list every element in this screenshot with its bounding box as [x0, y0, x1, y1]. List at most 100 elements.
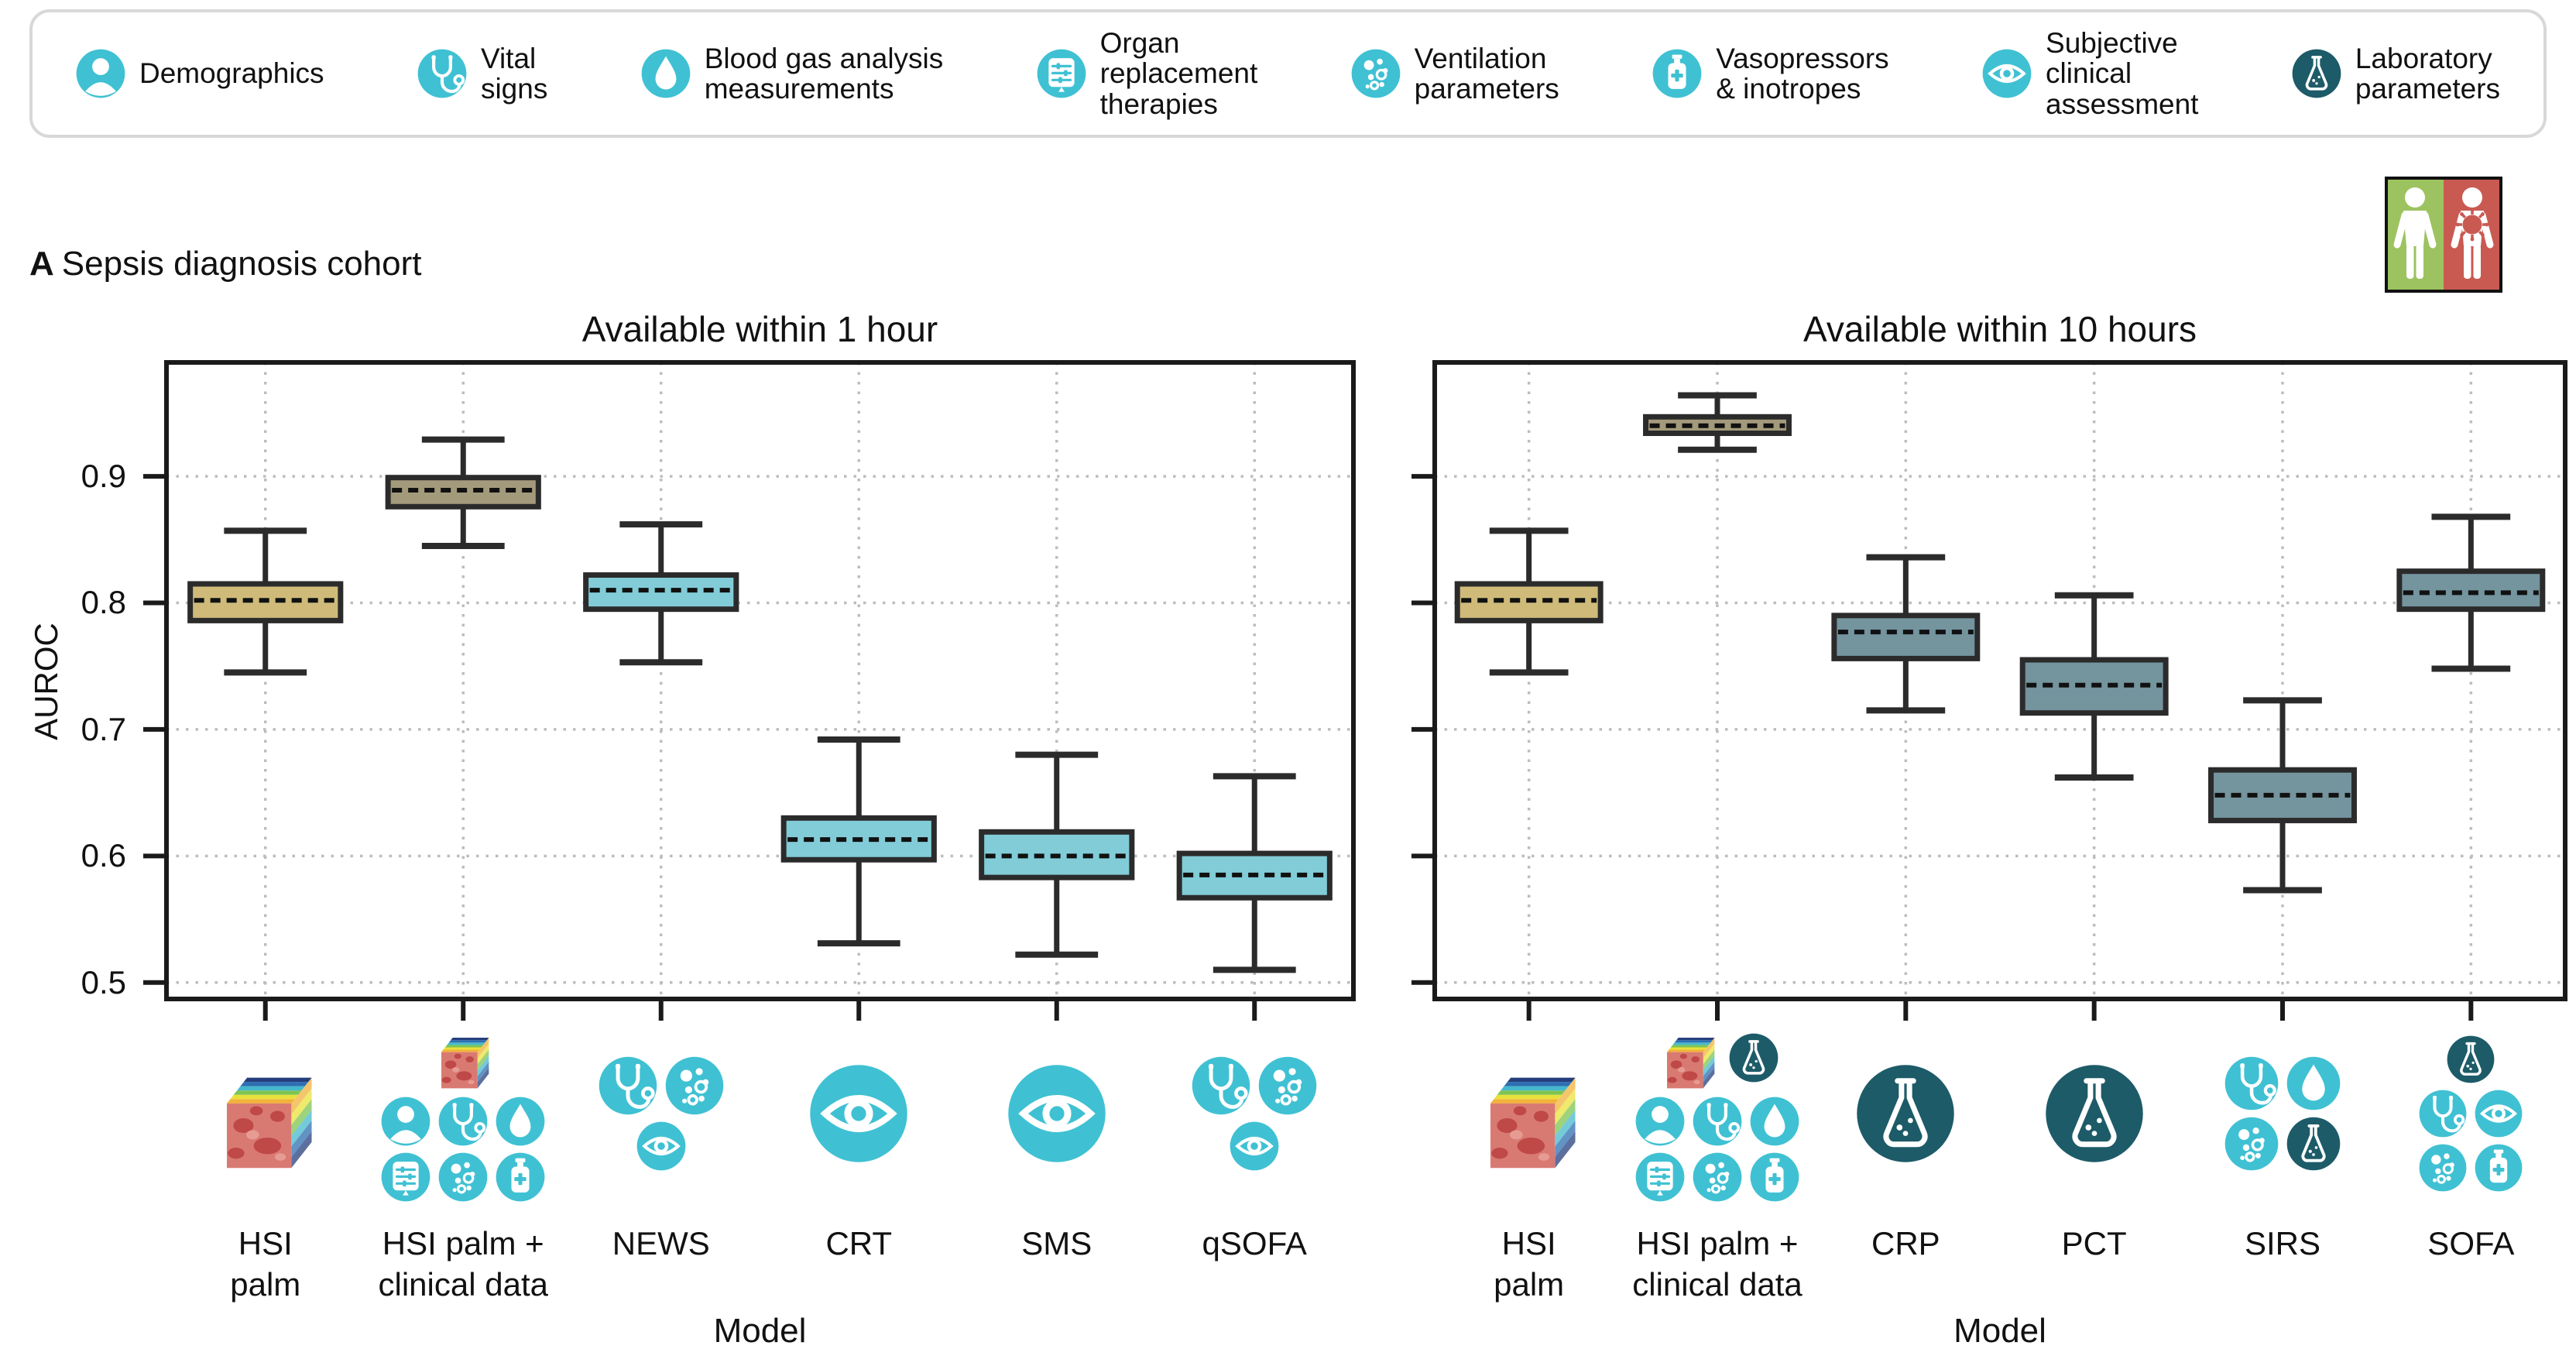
legend-label: Demographics — [139, 57, 324, 90]
boxplot-svg-1 — [1411, 360, 2567, 1021]
healthy-vs-septic-icon — [2385, 177, 2502, 293]
blood-gas-icon — [2286, 1056, 2341, 1110]
icon-row — [2419, 1090, 2523, 1138]
vasopressors-icon-wrap — [496, 1152, 545, 1202]
hsi-cube-icon-wrap — [430, 1025, 496, 1090]
icon-row — [1192, 1056, 1317, 1115]
laboratory-icon-wrap — [2286, 1117, 2341, 1171]
organ-replacement-icon — [1635, 1152, 1685, 1202]
legend-label: Vasopressors& inotropes — [1716, 42, 1889, 105]
hsi-cube-icon — [1667, 1038, 1715, 1089]
section-title: Sepsis diagnosis cohort — [61, 245, 422, 283]
box-sms — [979, 751, 1135, 958]
ventilation-icon-wrap — [665, 1056, 724, 1115]
vital-signs-icon — [2419, 1090, 2467, 1138]
box-hsi-palm — [1454, 527, 1604, 676]
ventilation-icon — [1693, 1152, 1742, 1202]
icon-row — [2447, 1035, 2495, 1083]
demographics-icon-wrap — [381, 1097, 430, 1146]
icon-row — [2224, 1056, 2341, 1110]
model-label-sirs: SIRS — [2244, 1225, 2321, 1261]
blood-gas-icon-wrap — [1750, 1097, 1799, 1146]
ventilation-icon-wrap — [2224, 1117, 2279, 1171]
icon-row — [1007, 1064, 1106, 1163]
model-label-sofa: SOFA — [2427, 1225, 2515, 1261]
model-icons-sms — [1007, 1016, 1106, 1211]
blood-gas-icon-wrap — [496, 1097, 545, 1146]
vital-signs-icon-wrap — [438, 1097, 488, 1146]
box-qsofa — [1176, 773, 1333, 973]
model-icons-crt — [809, 1016, 908, 1211]
box-sirs — [2208, 697, 2357, 894]
panel-title-10h: Available within 10 hours — [1803, 309, 2197, 349]
blood-gas-icon — [496, 1097, 545, 1146]
model-label-qsofa: qSOFA — [1202, 1225, 1307, 1261]
model-label-news: NEWS — [612, 1225, 710, 1261]
vasopressors-icon — [496, 1152, 545, 1202]
subjective-icon — [1230, 1121, 1279, 1171]
vital-signs-icon-wrap — [1693, 1097, 1742, 1146]
icon-row — [1656, 1025, 1779, 1090]
laboratory-icon — [2447, 1035, 2495, 1083]
hsi-cube-icon — [226, 1077, 312, 1169]
laboratory-icon — [1729, 1033, 1779, 1083]
ventilation-icon-wrap — [2419, 1144, 2467, 1192]
icon-row — [1471, 1056, 1587, 1172]
section-letter: A — [29, 245, 54, 283]
box-pct — [2019, 592, 2169, 781]
blood-gas-icon — [1750, 1097, 1799, 1146]
subjective-icon — [1008, 1065, 1106, 1162]
y-tick-label: 0.8 — [81, 584, 126, 621]
hsi-cube-icon — [1490, 1077, 1576, 1169]
icon-row — [636, 1121, 686, 1171]
y-tick-label: 0.6 — [81, 837, 126, 874]
vital-signs-icon — [2224, 1056, 2279, 1110]
vital-signs-icon — [1192, 1056, 1250, 1115]
model-icons-crp — [1856, 1016, 1955, 1211]
hsi-cube-icon-wrap — [1656, 1025, 1721, 1090]
demographics-icon — [381, 1097, 430, 1146]
model-label-pct: PCT — [2061, 1225, 2127, 1261]
box-hsi-palm — [187, 527, 344, 676]
model-icons-news — [599, 1016, 724, 1211]
legend-item-vasopressors: Vasopressors& inotropes — [1652, 42, 1889, 105]
box-news — [583, 521, 739, 666]
vasopressors-icon — [1750, 1152, 1799, 1202]
subjective-icon-wrap — [636, 1121, 686, 1171]
vasopressors-icon-wrap — [2475, 1144, 2523, 1192]
organ-replacement-icon-wrap — [1037, 49, 1086, 98]
ventilation-icon — [1259, 1056, 1317, 1115]
ventilation-icon — [1351, 49, 1401, 98]
laboratory-icon — [1857, 1065, 1955, 1162]
subjective-icon-wrap — [1007, 1064, 1106, 1163]
vital-signs-icon-wrap — [599, 1056, 657, 1115]
boxplot-svg-0 — [143, 360, 1356, 1021]
icon-row — [381, 1097, 545, 1146]
vasopressors-icon-wrap — [1750, 1152, 1799, 1202]
model-label-sms: SMS — [1021, 1225, 1092, 1261]
model-icons-hsi-palm — [208, 1016, 324, 1211]
model-label-crp: CRP — [1871, 1225, 1940, 1261]
vital-signs-icon-wrap — [1192, 1056, 1250, 1115]
panel-title-1h: Available within 1 hour — [581, 309, 938, 349]
y-tick-label: 0.9 — [81, 458, 126, 495]
organ-replacement-icon — [1037, 49, 1086, 98]
model-icons-qsofa — [1192, 1016, 1317, 1211]
icon-row — [1635, 1097, 1799, 1146]
subjective-icon — [636, 1121, 686, 1171]
model-label-crt: CRT — [825, 1225, 893, 1261]
model-icons-pct — [2045, 1016, 2144, 1211]
vital-signs-icon — [438, 1097, 488, 1146]
laboratory-icon — [2292, 49, 2341, 98]
